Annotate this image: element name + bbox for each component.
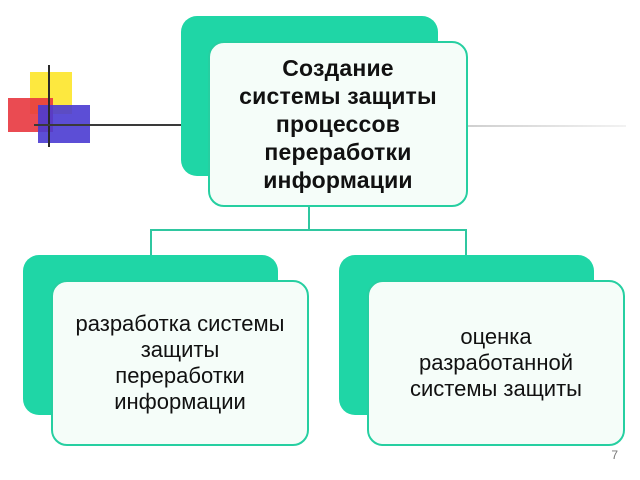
connector-horizontal-bar xyxy=(150,229,467,231)
ornament-vertical-line xyxy=(48,65,50,147)
connector-right-drop xyxy=(465,229,467,259)
right-node-text: оценка разработанной системы защиты xyxy=(409,324,582,401)
ornament-fade-line xyxy=(466,125,626,127)
connector-left-drop xyxy=(150,229,152,259)
root-node-text: Создание системы защиты процессов перера… xyxy=(239,55,437,193)
ornament-horizontal-line xyxy=(34,124,182,126)
connector-root-stem xyxy=(308,206,310,230)
root-node: Создание системы защиты процессов перера… xyxy=(208,41,468,207)
page-number: 7 xyxy=(611,448,618,462)
left-node: разработка системы защиты переработки ин… xyxy=(51,280,309,446)
left-node-text: разработка системы защиты переработки ин… xyxy=(75,311,285,414)
right-node: оценка разработанной системы защиты xyxy=(367,280,625,446)
